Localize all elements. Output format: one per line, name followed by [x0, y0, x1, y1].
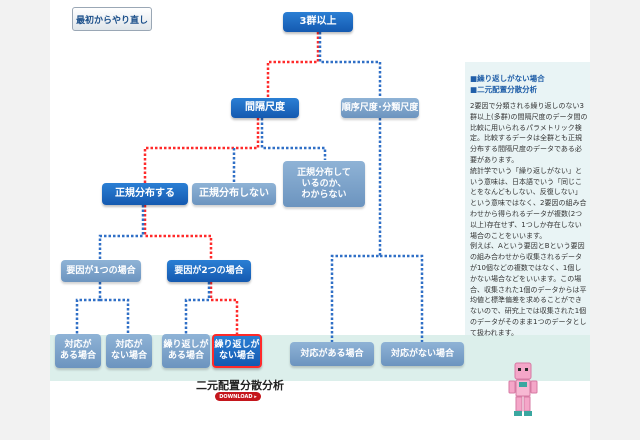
connector-root-to-interval	[266, 32, 320, 98]
download-button[interactable]: DOWNLOAD ▸	[215, 392, 261, 401]
connector-factor2-to-norepeat	[209, 282, 239, 334]
node-ordinal-scale[interactable]: 順序尺度･分類尺度	[341, 98, 419, 118]
node-ordinal-paired[interactable]: 対応がある場合	[290, 342, 374, 366]
node-one-factor-unpaired[interactable]: 対応が ない場合	[106, 334, 152, 368]
description-panel-background	[465, 62, 590, 335]
connector-factor2-to-repeated	[184, 282, 211, 334]
panel-heading-no-repeat: ■繰り返しがない場合	[470, 74, 545, 83]
panel-heading-two-way-anova: ■二元配置分散分析	[470, 85, 538, 94]
node-two-factors[interactable]: 要因が2つの場合	[167, 260, 251, 282]
mascot-character	[508, 362, 538, 416]
panel-paragraph: 統計学でいう「繰り返しがない」という意味は、日本語でいう「同じことをなんどもしな…	[470, 166, 587, 240]
node-interval-scale[interactable]: 間隔尺度	[231, 98, 299, 118]
connector-interval-to-normal	[143, 118, 260, 183]
connector-factor1-to-children	[75, 282, 130, 334]
node-unknown-distribution[interactable]: 正規分布して いるのか、 わからない	[283, 161, 365, 207]
panel-body: 2要因で分類される繰り返しのない3群以上(多群)の間隔尺度のデータ間の比較に用い…	[470, 101, 588, 339]
node-not-normal-distribution[interactable]: 正規分布しない	[192, 183, 276, 205]
node-three-groups[interactable]: 3群以上	[283, 12, 353, 32]
node-one-factor[interactable]: 要因が1つの場合	[61, 260, 141, 282]
connector-ordinal-to-children	[330, 118, 424, 342]
connector-root-to-ordinal	[318, 32, 382, 98]
node-two-factor-repeated[interactable]: 繰り返しが ある場合	[162, 334, 210, 368]
panel-paragraph: 例えば、Aという要因とBという要因の組み合わせから収集されるデータが10個などの…	[470, 242, 587, 337]
node-one-factor-paired[interactable]: 対応が ある場合	[55, 334, 101, 368]
connector-normal-to-factor2	[143, 205, 213, 260]
node-ordinal-unpaired[interactable]: 対応がない場合	[381, 342, 464, 366]
restart-button[interactable]: 最初からやり直し	[72, 7, 152, 31]
result-title: 二元配置分散分析	[196, 379, 284, 392]
node-normal-distribution[interactable]: 正規分布する	[102, 183, 188, 205]
panel-paragraph: 2要因で分類される繰り返しのない3群以上(多群)の間隔尺度のデータ間の比較に用い…	[470, 102, 588, 164]
connector-interval-to-other	[232, 118, 327, 183]
connector-normal-to-factor1	[98, 205, 145, 260]
node-two-factor-no-repeat[interactable]: 繰り返しが ない場合	[212, 334, 262, 368]
description-panel: ■繰り返しがない場合 ■二元配置分散分析 2要因で分類される繰り返しのない3群以…	[470, 73, 588, 339]
